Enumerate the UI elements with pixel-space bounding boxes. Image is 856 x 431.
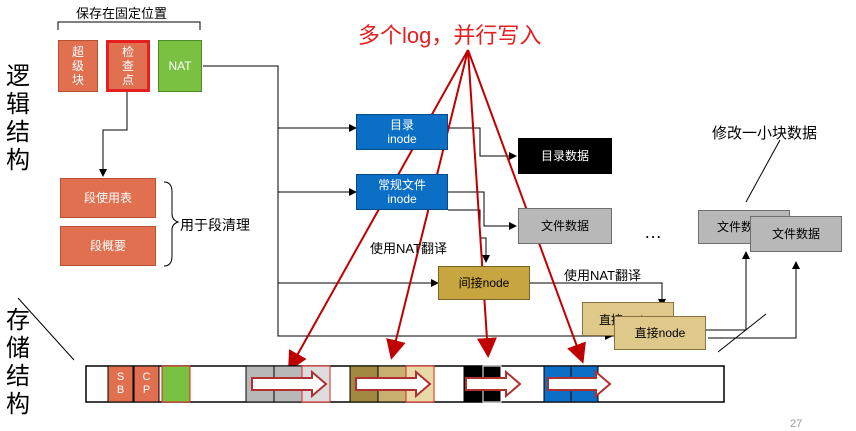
segment-summary-box: 段概要: [60, 226, 156, 266]
nat-box: NAT: [158, 40, 202, 92]
direct-node-front-box: 直接node: [614, 316, 706, 350]
checkpoint-box: 检查点: [106, 40, 150, 92]
directory-inode-box: 目录 inode: [356, 114, 448, 150]
nat-trunk-line: [203, 65, 620, 337]
file-data-box: 文件数据: [518, 208, 612, 244]
storage-structure-label: 存储结构: [6, 306, 30, 418]
indirect-node-box: 间接node: [438, 266, 530, 300]
segment-brace: [163, 181, 180, 267]
page-number: 27: [790, 418, 803, 430]
file-data-front-box: 文件数据: [750, 216, 842, 252]
file-inode-box: 常规文件 inode: [356, 174, 448, 210]
nat-translate-label-2: 使用NAT翻译: [564, 268, 642, 283]
ellipsis: …: [644, 222, 662, 242]
nat-translate-label-1: 使用NAT翻译: [370, 241, 448, 256]
fixed-bracket: [57, 21, 201, 30]
segment-cleaning-label: 用于段清理: [180, 217, 250, 233]
superblock-box: 超级块: [58, 40, 98, 92]
checkpoint-to-sit-arrow: [99, 92, 128, 177]
storage-sb-label: S B: [116, 371, 125, 396]
segment-usage-table-box: 段使用表: [60, 178, 156, 218]
logical-structure-label: 逻辑结构: [6, 62, 30, 174]
diagram-title: 多个log，并行写入: [358, 23, 542, 48]
storage-cp-label: C P: [142, 371, 151, 396]
fixed-position-label: 保存在固定位置: [76, 6, 168, 21]
directory-data-box: 目录数据: [518, 138, 612, 174]
modify-block-label: 修改一小块数据: [712, 125, 818, 142]
